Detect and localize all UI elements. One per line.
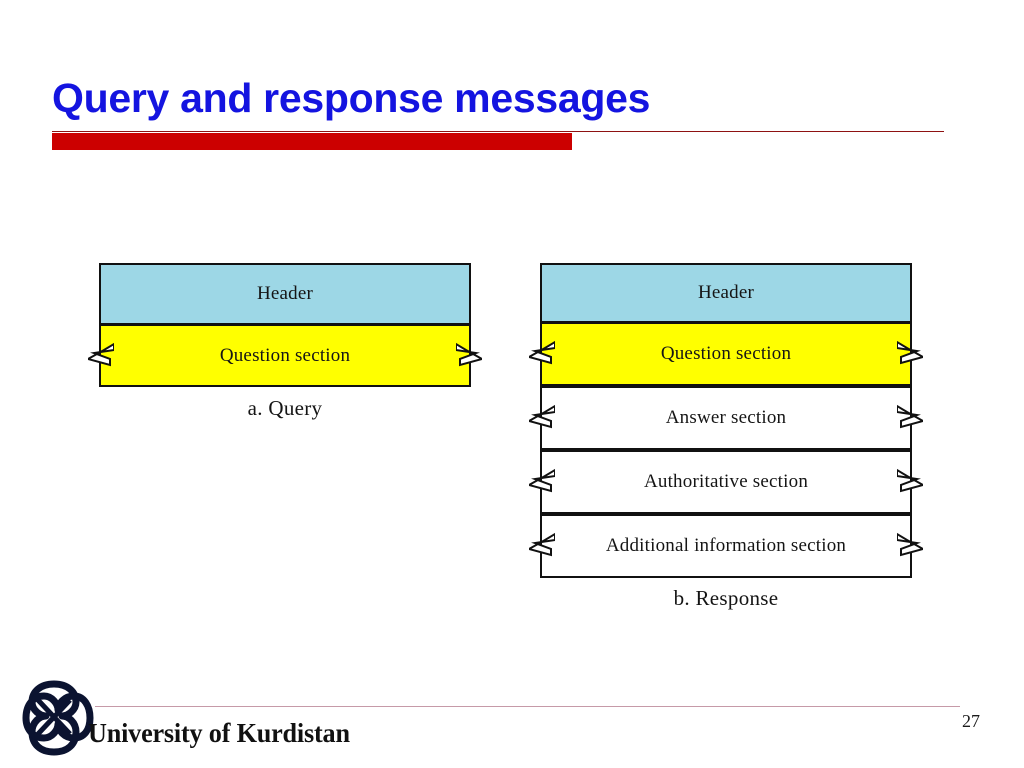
zigzag-break-left-icon <box>529 403 555 433</box>
response-row-question-label: Question section <box>660 343 792 364</box>
zigzag-break-right-icon <box>897 403 923 433</box>
response-row-authoritative-section: Authoritative section <box>529 450 923 514</box>
page-title: Query and response messages <box>52 75 651 121</box>
query-message-diagram: Header Question section <box>88 263 482 387</box>
response-row-header-label: Header <box>697 282 755 303</box>
response-diagram-caption: b. Response <box>673 586 779 610</box>
zigzag-break-right-icon <box>897 531 923 561</box>
zigzag-break-right-icon <box>897 467 923 497</box>
query-diagram-caption: a. Query <box>247 396 323 420</box>
zigzag-break-left-icon <box>529 339 555 369</box>
response-message-diagram: Header Question section Answer section <box>529 263 923 578</box>
title-accent-bar <box>52 133 572 150</box>
zigzag-break-right-icon <box>897 339 923 369</box>
footer-divider <box>95 706 960 707</box>
response-row-additional-information-section: Additional information section <box>529 514 923 578</box>
query-row-header: Header <box>99 263 471 324</box>
response-row-header: Header <box>540 263 912 322</box>
query-row-question-section: Question section <box>88 324 482 387</box>
title-thin-rule <box>52 131 944 132</box>
footer-organization-name: University of Kurdistan <box>88 718 350 748</box>
zigzag-break-right-icon <box>456 341 482 371</box>
response-row-additional-label: Additional information section <box>605 535 847 556</box>
kurdistan-knot-logo-icon <box>14 676 94 760</box>
response-row-authoritative-label: Authoritative section <box>643 471 809 492</box>
zigzag-break-left-icon <box>88 341 114 371</box>
zigzag-break-left-icon <box>529 531 555 561</box>
response-row-question-section: Question section <box>529 322 923 386</box>
query-row-header-label: Header <box>256 283 314 304</box>
page-number: 27 <box>962 711 980 731</box>
zigzag-break-left-icon <box>529 467 555 497</box>
response-row-answer-label: Answer section <box>665 407 787 428</box>
response-row-answer-section: Answer section <box>529 386 923 450</box>
query-row-question-label: Question section <box>219 344 351 366</box>
